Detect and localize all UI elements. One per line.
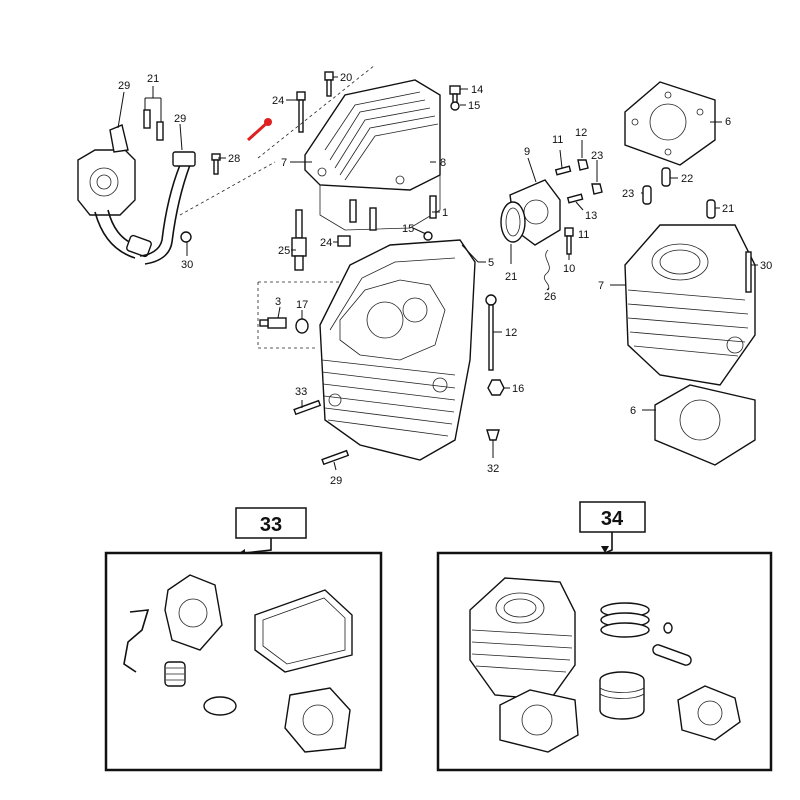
callout-16: 16 bbox=[512, 383, 524, 395]
carb-joint-leaders bbox=[510, 140, 598, 291]
callout-20: 20 bbox=[340, 72, 352, 84]
callout-29c: 29 bbox=[330, 475, 342, 487]
cylinder-leaders bbox=[610, 121, 758, 411]
callout-12a: 12 bbox=[505, 327, 517, 339]
callout-1: 1 bbox=[442, 207, 448, 219]
cylinder-head-cover bbox=[296, 71, 461, 231]
callout-11a: 11 bbox=[552, 134, 563, 146]
kit-34-panel: 34 bbox=[436, 501, 773, 772]
callout-6b: 6 bbox=[630, 405, 636, 417]
callout-32: 32 bbox=[487, 463, 499, 475]
callout-11b: 11 bbox=[578, 229, 589, 241]
pointer-arrow bbox=[246, 118, 272, 142]
callout-21a: 21 bbox=[147, 73, 159, 85]
callout-14: 14 bbox=[471, 84, 483, 96]
callout-6a: 6 bbox=[725, 116, 731, 128]
callout-22: 22 bbox=[681, 173, 693, 185]
callout-labels: 29 21 29 28 30 24 20 7 8 14 15 25 24 15 … bbox=[118, 72, 772, 487]
callout-17: 17 bbox=[296, 299, 308, 311]
callout-24a: 24 bbox=[272, 95, 284, 107]
callout-7b: 7 bbox=[598, 280, 604, 292]
callout-13: 13 bbox=[585, 210, 597, 222]
callout-9: 9 bbox=[524, 146, 530, 158]
callout-15a: 15 bbox=[468, 100, 480, 112]
callout-8: 8 bbox=[440, 157, 446, 169]
cylinder-head bbox=[259, 209, 505, 466]
callout-21b: 21 bbox=[505, 271, 517, 283]
callout-25: 25 bbox=[278, 245, 290, 257]
kit-33-panel: 33 bbox=[104, 507, 383, 772]
intake-assembly bbox=[77, 109, 221, 265]
callout-23b: 23 bbox=[622, 188, 634, 200]
callout-29b: 29 bbox=[174, 113, 186, 125]
callout-24b: 24 bbox=[320, 237, 332, 249]
callout-30a: 30 bbox=[181, 259, 193, 271]
kit-34-label: 34 bbox=[601, 508, 624, 530]
callout-10: 10 bbox=[563, 263, 575, 275]
callout-28: 28 bbox=[228, 153, 240, 165]
callout-7a: 7 bbox=[281, 157, 287, 169]
cover-leaders bbox=[257, 64, 468, 163]
intake-leaders bbox=[117, 86, 276, 256]
callout-15b: 15 bbox=[402, 223, 414, 235]
head-leaders bbox=[257, 211, 510, 471]
callout-12b: 12 bbox=[575, 127, 587, 139]
carb-joint bbox=[500, 159, 603, 291]
callout-29a: 29 bbox=[118, 80, 130, 92]
callout-23a: 23 bbox=[591, 150, 603, 162]
callout-30b: 30 bbox=[760, 260, 772, 272]
callout-21c: 21 bbox=[722, 203, 734, 215]
kit-33-label: 33 bbox=[260, 514, 282, 536]
callout-5: 5 bbox=[488, 257, 494, 269]
callout-26: 26 bbox=[544, 291, 556, 303]
callout-33a: 33 bbox=[295, 386, 307, 398]
callout-3: 3 bbox=[275, 296, 281, 308]
cylinder-block bbox=[624, 81, 756, 466]
